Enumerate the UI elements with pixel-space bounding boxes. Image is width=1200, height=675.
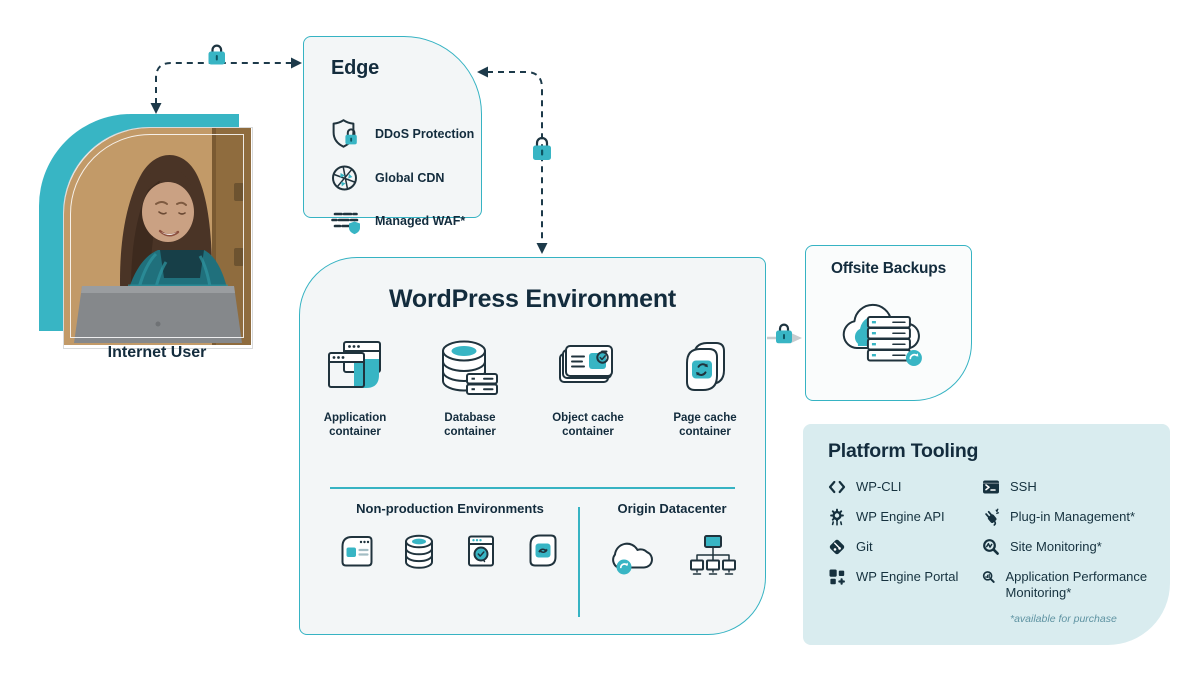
- platform-tooling-left-column: WP-CLI WP Engine API Git: [828, 478, 976, 598]
- platform-tooling-box: Platform Tooling WP-CLI WP Engine API: [803, 424, 1170, 645]
- tool-git: Git: [828, 538, 976, 556]
- internet-user-photo: [64, 128, 251, 345]
- tool-wp-cli: WP-CLI: [828, 478, 976, 496]
- object-cache-icon: [559, 345, 613, 383]
- horizontal-divider: [330, 487, 735, 489]
- globe-cdn-icon: [332, 165, 357, 191]
- portal-grid-icon: [829, 569, 845, 585]
- container-application: Application container: [300, 338, 410, 440]
- internet-user-photo-frame: [63, 127, 253, 349]
- database-small-icon: [405, 534, 433, 569]
- code-brackets-icon: [828, 480, 846, 494]
- git-icon: [829, 539, 845, 555]
- wordpress-environment-box: WordPress Environment Application contai…: [299, 257, 766, 635]
- check-window-icon: [468, 535, 494, 567]
- container-label: Application container: [323, 412, 387, 439]
- cloud-sync-icon: [612, 542, 653, 575]
- wordpress-environment-title: WordPress Environment: [388, 285, 677, 313]
- lock-icon: [533, 136, 551, 160]
- network-tree-icon: [690, 535, 736, 575]
- container-label: Object cache container: [552, 412, 624, 439]
- application-windows-icon: [328, 341, 381, 388]
- edge-item-ddos: DDoS Protection: [328, 117, 474, 151]
- shield-lock-icon: [332, 119, 357, 148]
- tool-label: WP-CLI: [856, 479, 902, 494]
- database-icon: [442, 340, 498, 395]
- tool-label: WP Engine Portal: [856, 569, 959, 584]
- availability-footnote: *available for purchase: [1010, 612, 1117, 625]
- cloud-server-sync-icon: [842, 303, 922, 366]
- offsite-backups-box: Offsite Backups: [805, 245, 972, 401]
- page-cache-icon: [686, 342, 725, 391]
- edge-item-label: Managed WAF*: [375, 214, 466, 228]
- tool-plugin-management: Plug-in Management*: [982, 508, 1164, 526]
- offsite-backups-title: Offsite Backups: [830, 260, 946, 277]
- waf-shield-icon: [331, 212, 360, 235]
- platform-tooling-title: Platform Tooling: [828, 440, 979, 462]
- tool-label: Site Monitoring*: [1010, 539, 1102, 554]
- api-gear-icon: [830, 508, 844, 526]
- container-object-cache: Object cache container: [533, 338, 643, 440]
- tool-ssh: SSH: [982, 478, 1164, 496]
- edge-title: Edge: [331, 57, 380, 79]
- platform-tooling-right-column: SSH Plug-in Management*: [982, 478, 1164, 625]
- container-page-cache: Page cache container: [650, 338, 760, 440]
- terminal-icon: [983, 480, 999, 494]
- tool-label: SSH: [1010, 479, 1037, 494]
- tool-label: Application Performance Monitoring*: [1005, 569, 1148, 600]
- non-production-section: Non-production Environments: [322, 500, 578, 572]
- refresh-file-icon: [529, 534, 557, 567]
- edge-item-label: Global CDN: [375, 171, 445, 185]
- internet-user-label: Internet User: [107, 344, 207, 361]
- origin-datacenter-title: Origin Datacenter: [617, 501, 727, 516]
- vertical-divider: [578, 507, 580, 617]
- tool-label: Plug-in Management*: [1010, 509, 1136, 524]
- container-label: Database container: [444, 412, 496, 439]
- container-label: Page cache container: [673, 412, 737, 439]
- lock-icon: [208, 44, 225, 65]
- tool-wp-engine-portal: WP Engine Portal: [828, 568, 976, 586]
- tool-apm: Application Performance Monitoring*: [982, 568, 1164, 601]
- plug-icon: [985, 508, 1000, 526]
- apm-icon: [982, 571, 995, 583]
- edge-item-waf: Managed WAF*: [328, 204, 465, 238]
- tool-site-monitoring: Site Monitoring*: [982, 538, 1164, 556]
- lock-icon: [776, 323, 792, 344]
- non-production-title: Non-production Environments: [356, 501, 544, 516]
- edge-item-cdn: Global CDN: [328, 161, 444, 195]
- tool-label: Git: [856, 539, 873, 554]
- edge-box: Edge DDoS Protection Global CDN: [303, 36, 482, 235]
- container-database: Database container: [415, 338, 525, 440]
- site-monitoring-icon: [983, 539, 999, 555]
- tool-label: WP Engine API: [856, 509, 945, 524]
- tool-wp-engine-api: WP Engine API: [828, 508, 976, 526]
- browser-card-icon: [341, 536, 373, 567]
- edge-item-label: DDoS Protection: [375, 127, 475, 141]
- origin-datacenter-section: Origin Datacenter: [596, 500, 748, 580]
